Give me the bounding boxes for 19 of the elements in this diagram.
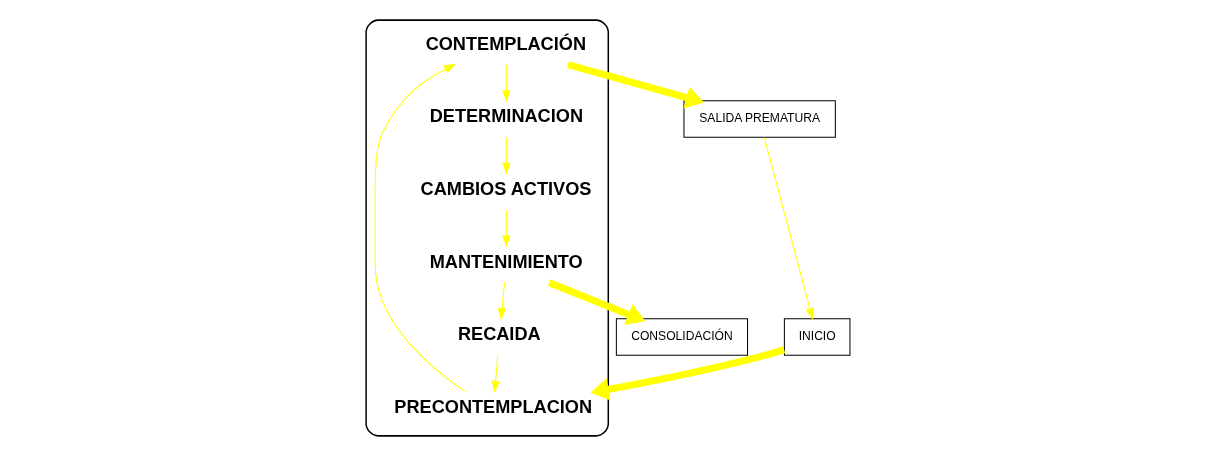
arrow xyxy=(502,137,511,175)
arrow xyxy=(497,282,507,321)
arrow xyxy=(567,61,705,109)
node-box: INICIO xyxy=(783,318,851,356)
arrow xyxy=(374,63,466,392)
arrow xyxy=(590,346,786,401)
arrow xyxy=(548,279,646,325)
node-text: PRECONTEMPLACION xyxy=(394,397,593,418)
arrow xyxy=(502,64,511,103)
node-text: DETERMINACION xyxy=(429,106,584,127)
arrow xyxy=(491,354,500,393)
arrow xyxy=(763,136,814,321)
node-text: CONTEMPLACIÓN xyxy=(425,33,587,54)
node-text: CAMBIOS ACTIVOS xyxy=(420,179,592,200)
node-text: MANTENIMIENTO xyxy=(429,251,583,272)
node-box: CONSOLIDACIÓN xyxy=(615,318,749,356)
arrow xyxy=(502,209,511,248)
node-text: RECAIDA xyxy=(457,324,541,345)
node-box: SALIDA PREMATURA xyxy=(683,100,836,138)
